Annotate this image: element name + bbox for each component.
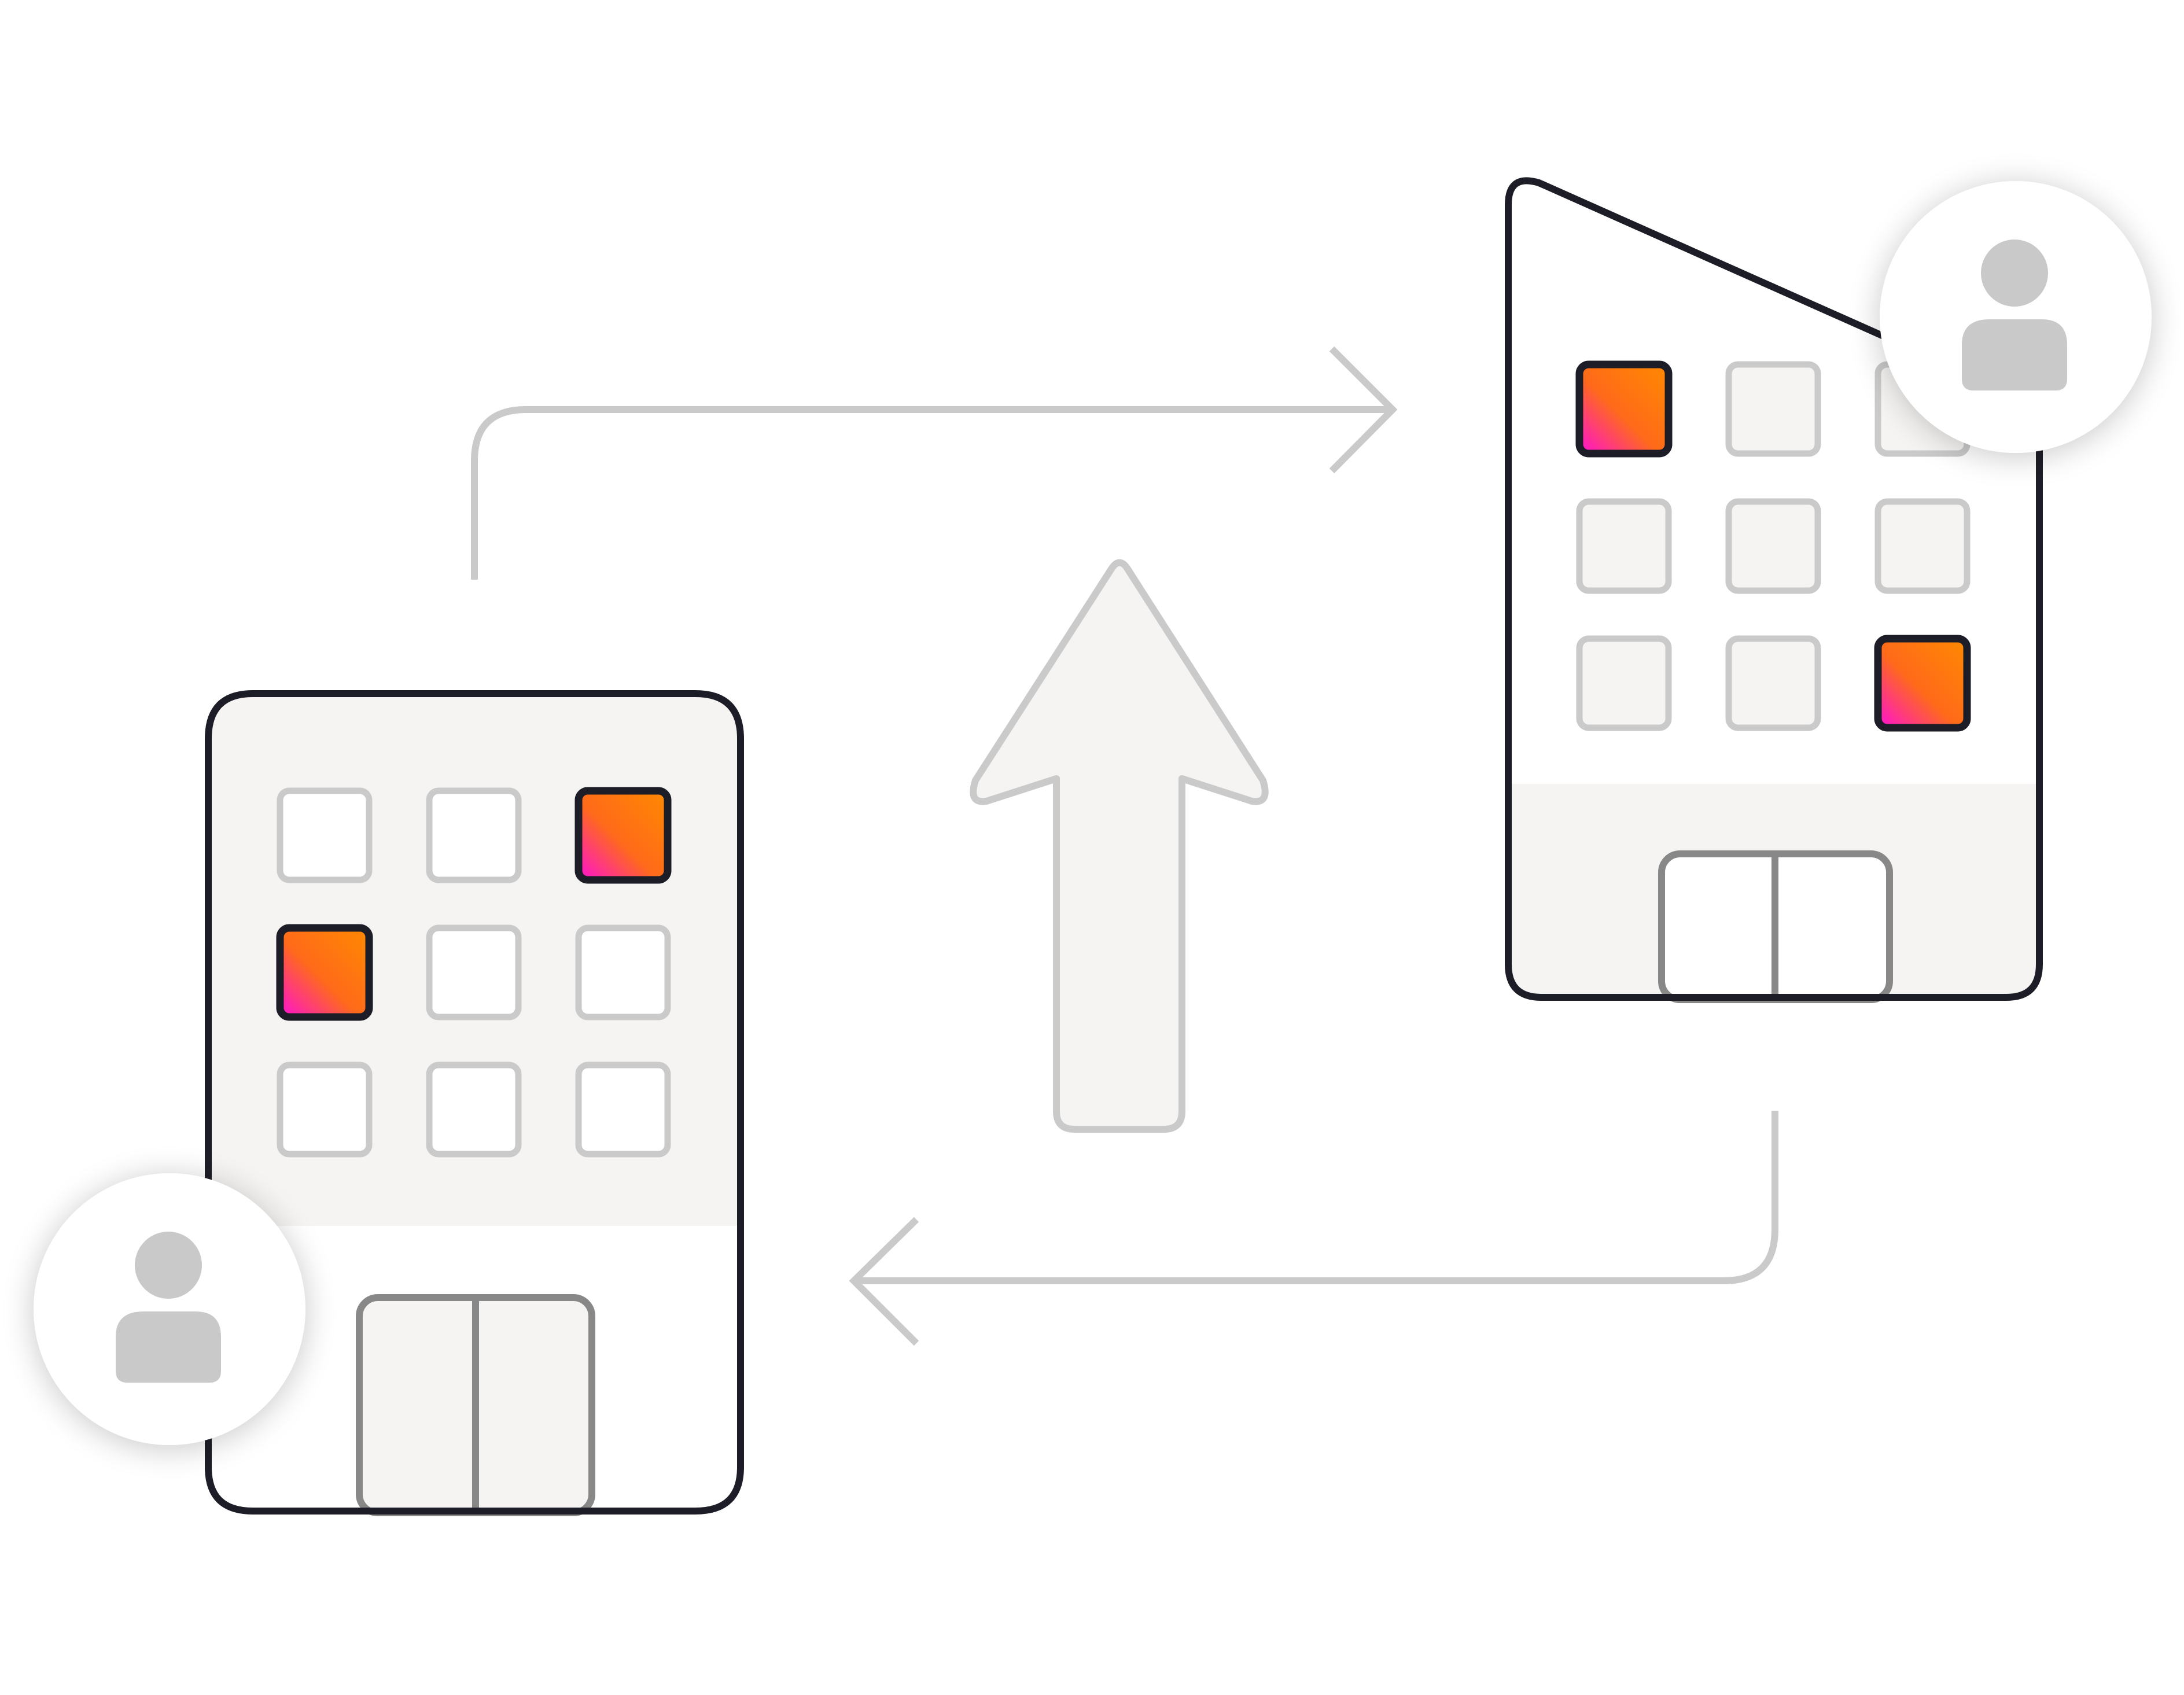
avatar-right [1880,181,2152,453]
user-head [1981,239,2048,307]
avatar-left [34,1173,305,1445]
user-icon [1962,239,2067,390]
building-left [205,690,744,1516]
window [426,924,522,1020]
window [277,787,373,883]
user-body [1962,319,2067,390]
building-left-outline [205,690,744,1515]
window-highlighted [1874,635,1971,732]
window [1725,635,1821,731]
window [575,1062,671,1158]
building-right-door [1658,850,1893,1003]
avatar-circle [1880,181,2152,453]
building-right [1505,177,2043,1003]
window [1576,635,1672,731]
building-right-upper [1508,180,2039,784]
window [277,1062,373,1158]
flow-arrow-bottom [849,1111,1778,1346]
window [575,924,671,1020]
window-highlighted [574,787,672,884]
arrow-left-icon [849,1217,919,1346]
arrow-up-icon [970,559,1269,1133]
window-highlighted [1575,360,1673,458]
window [1725,498,1821,594]
building-left-door [356,1294,595,1516]
window [1725,361,1821,457]
building-left-windows [276,787,672,1158]
flow-line-top [471,406,1391,580]
window [426,787,522,883]
user-icon [116,1232,221,1383]
user-head [135,1232,202,1299]
window [426,1062,522,1158]
flow-arrow-top [471,346,1398,580]
avatar-circle [34,1173,305,1445]
window [1874,498,1971,594]
building-right-windows [1575,360,1971,732]
user-body [116,1311,221,1383]
arrow-right-icon [1329,346,1398,474]
window [1576,498,1672,594]
window-highlighted [276,924,373,1021]
building-right-outline [1505,177,2043,1001]
flow-line-bottom [854,1111,1778,1284]
